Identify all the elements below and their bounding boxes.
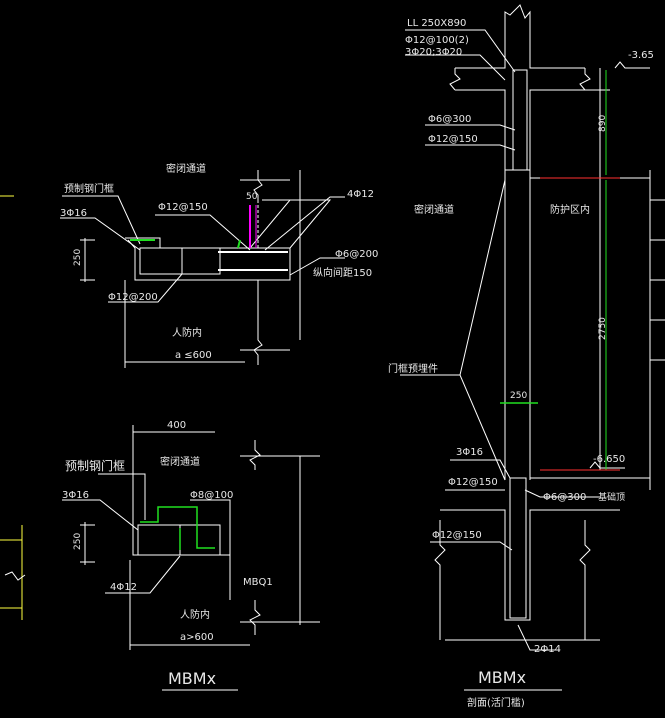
rebar-green <box>140 506 215 549</box>
label-elev-top: -3.65 <box>628 50 654 61</box>
label-channel-2: 密闭通道 <box>160 455 200 468</box>
label-channel-right: 密闭通道 <box>414 203 454 216</box>
leader-phi12-150 <box>425 144 516 151</box>
edge-break <box>4 571 26 581</box>
label-2phi14: 2Φ14 <box>534 644 561 655</box>
label-phi12-200: Φ12@200 <box>108 292 158 303</box>
leader-phi12-150c <box>430 541 513 551</box>
label-phi12-150a: Φ12@150 <box>428 134 478 145</box>
label-4phi12: 4Φ12 <box>347 189 374 200</box>
leader-phi12-150 <box>155 214 251 251</box>
label-frame: 预制钢门框 <box>64 182 114 195</box>
break-bottom-2 <box>249 600 261 635</box>
label-3phi16: 3Φ16 <box>60 208 87 219</box>
label-channel: 密闭通道 <box>166 162 206 175</box>
label-phi12-150b: Φ12@150 <box>448 477 498 488</box>
elev-bottom-marker <box>589 461 625 469</box>
detail-left-bottom <box>62 425 320 650</box>
label-phi6-300b: Φ6@300 <box>543 492 586 503</box>
label-mbq: MBQ1 <box>243 577 273 588</box>
leader-frame <box>62 195 141 245</box>
label-dim890: 890 <box>598 115 608 132</box>
base-break-right <box>579 520 591 640</box>
wall-outline-2 <box>132 499 231 556</box>
leader-4phi12 <box>264 196 345 251</box>
leader-frame-2 <box>98 473 146 520</box>
wall-outline <box>127 239 259 330</box>
rebar-cage <box>139 247 221 275</box>
label-elev-bottom: -6.650 <box>593 454 625 465</box>
detail-left-bottom-marks <box>140 506 215 550</box>
break-line-top <box>253 170 263 200</box>
slope-lines <box>249 199 332 249</box>
label-phi12-150: Φ12@150 <box>158 202 208 213</box>
leader-phi6-300 <box>425 124 516 131</box>
leader-3phi16 <box>60 217 141 251</box>
leader-phi6-300b <box>524 489 600 498</box>
label-4phi12-2: 4Φ12 <box>110 582 137 593</box>
label-phi6-200: Φ6@200 <box>335 249 378 260</box>
label-3phi16-2: 3Φ16 <box>62 490 89 501</box>
elev-top-marker <box>614 61 650 69</box>
label-dim250-right: 250 <box>510 391 527 401</box>
break-line-bottom <box>253 330 263 365</box>
section-right-labels: LL 250X890 Φ12@100(2) 3Φ20;3Φ20 -3.65 Φ6… <box>388 18 654 709</box>
leader-phi6 <box>289 257 345 276</box>
detail-left-top-marks <box>130 205 257 249</box>
label-ll: LL 250X890 <box>407 18 466 29</box>
caption-left: MBMx <box>168 669 216 688</box>
label-phi12-150c: Φ12@150 <box>432 530 482 541</box>
label-inside-2: 人防内 <box>180 608 210 621</box>
base-rebar <box>509 477 527 619</box>
label-dim250-2: 250 <box>73 533 83 550</box>
detail-left-top-labels: 密闭通道 预制钢门框 3Φ16 Φ12@150 50 4Φ12 Φ6@200 纵… <box>60 162 378 361</box>
leader-2phi14 <box>517 624 560 651</box>
label-phi12-100: Φ12@100(2) <box>405 35 469 46</box>
label-protect: 防护区内 <box>550 203 590 216</box>
label-phi6-300a: Φ6@300 <box>428 114 471 125</box>
beam-top <box>455 4 585 69</box>
ll-rebar <box>512 69 528 171</box>
label-frame-embed: 门框预埋件 <box>388 362 438 375</box>
leader-3phi20 <box>405 54 506 81</box>
label-3phi20: 3Φ20;3Φ20 <box>405 47 462 58</box>
section-right <box>400 4 651 651</box>
rebar-cage-2 <box>137 524 221 556</box>
break-top-2 <box>249 440 261 470</box>
label-3phi16-right: 3Φ16 <box>456 447 483 458</box>
label-inside: 人防内 <box>172 326 202 339</box>
label-base: 基础顶 <box>598 491 625 503</box>
caption-right-sub: 剖面(活门槛) <box>467 696 525 709</box>
caption-right: MBMx <box>478 668 526 687</box>
leader-ll <box>405 29 516 73</box>
label-frame-2: 预制钢门框 <box>65 458 125 473</box>
base-outline <box>440 509 620 621</box>
label-a: a ≤600 <box>175 350 212 361</box>
label-a-2: a>600 <box>180 632 214 643</box>
leader-embed-2 <box>459 374 506 481</box>
label-dim50: 50 <box>246 192 258 202</box>
label-dim2750: 2750 <box>598 317 608 340</box>
detail-left-bottom-labels: 400 预制钢门框 密闭通道 3Φ16 Φ8@100 250 4Φ12 MBQ1… <box>62 420 273 691</box>
leader-3phi16 <box>450 459 511 479</box>
frame-green-2 <box>237 239 241 249</box>
beam-break-left <box>449 68 461 91</box>
leader-phi12-200 <box>108 273 183 303</box>
label-spacing: 纵向间距150 <box>313 266 372 279</box>
beam-break-right <box>579 68 591 91</box>
beam-bottom <box>455 89 610 171</box>
left-edge-fragments <box>0 195 26 620</box>
section-right-marks <box>500 70 665 471</box>
label-phi8-100: Φ8@100 <box>190 490 233 501</box>
leader-4phi12-2 <box>105 555 181 594</box>
beam-outline <box>125 237 291 281</box>
detail-left-top <box>60 170 345 368</box>
label-dim400: 400 <box>167 420 186 431</box>
label-dim250: 250 <box>73 249 83 266</box>
leader-3phi16-2 <box>62 499 139 531</box>
base-break-left <box>434 520 446 640</box>
